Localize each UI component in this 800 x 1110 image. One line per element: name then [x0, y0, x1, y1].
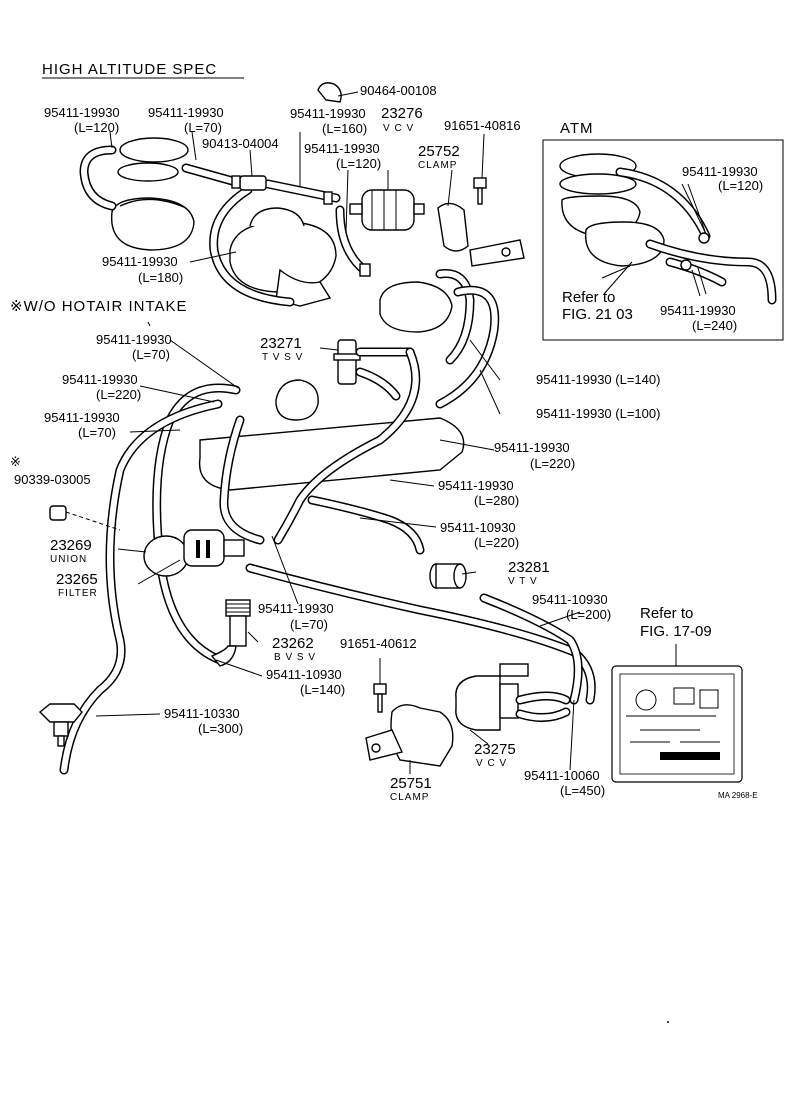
label-hose-l280-len: (L=280): [474, 493, 519, 508]
label-hose-l200-pn: 95411-10930: [532, 592, 608, 607]
label-atm-hose-l240-pn: 95411-19930: [660, 303, 736, 318]
header-wo-hotair: ※W/O HOTAIR INTAKE: [10, 298, 188, 315]
header-atm: ATM: [560, 120, 594, 137]
header-high-altitude: HIGH ALTITUDE SPEC: [42, 61, 217, 78]
label-vcv-23276: 23276: [381, 105, 423, 122]
engine-mid-assembly: [38, 339, 596, 775]
label-hose-l70c-len: (L=70): [78, 425, 116, 440]
label-hose-l120b-pn: 95411-19930: [304, 141, 380, 156]
label-atm-hose-l240-len: (L=240): [692, 318, 737, 333]
label-hose-l180-len: (L=180): [138, 270, 183, 285]
label-tvsv-23271-sub: T V S V: [262, 352, 303, 363]
label-hose-l140b-len: (L=140): [300, 682, 345, 697]
label-filter-23265-sub: FILTER: [58, 588, 98, 599]
label-hose-l70d-pn: 95411-19930: [258, 601, 334, 616]
label-atm-hose-l120-pn: 95411-19930: [682, 164, 758, 179]
stray-dot: [667, 1021, 669, 1023]
label-ref-fig-2103-a: Refer to: [562, 289, 615, 306]
label-figure-code: MA 2968-E: [718, 791, 758, 800]
label-hose-l300-len: (L=300): [198, 721, 243, 736]
label-90339-03005: 90339-03005: [14, 472, 91, 487]
label-hose-l100: 95411-19930 (L=100): [536, 406, 660, 421]
label-hose-l70a-pn: 95411-19930: [148, 105, 224, 120]
label-hose-l220c-len: (L=220): [474, 535, 519, 550]
label-filter-23265: 23265: [56, 571, 98, 588]
label-bvsv-23262-sub: B V S V: [274, 652, 316, 663]
label-clamp-25751-sub: CLAMP: [390, 792, 429, 803]
label-hose-l160-pn: 95411-19930: [290, 106, 366, 121]
label-90339-mark: ※: [10, 454, 21, 469]
label-hose-l300-pn: 95411-10330: [164, 706, 240, 721]
label-hose-l120a-pn: 95411-19930: [44, 105, 120, 120]
label-91651-40816: 91651-40816: [444, 118, 521, 133]
label-hose-l450-len: (L=450): [560, 783, 605, 798]
label-hose-l70d-len: (L=70): [290, 617, 328, 632]
label-vcv-23275: 23275: [474, 741, 516, 758]
label-vtv-23281: 23281: [508, 559, 550, 576]
label-ref-fig-2103-b: FIG. 21 03: [562, 306, 633, 323]
label-hose-l70a-len: (L=70): [184, 120, 222, 135]
label-hose-l70c-pn: 95411-19930: [44, 410, 120, 425]
label-clamp-25752: 25752: [418, 143, 460, 160]
label-hose-l160-len: (L=160): [322, 121, 367, 136]
label-90464-00108: 90464-00108: [360, 83, 437, 98]
label-union-23269-sub: UNION: [50, 554, 87, 565]
label-hose-l140a: 95411-19930 (L=140): [536, 372, 660, 387]
atm-inset-drawing: [559, 153, 777, 305]
label-hose-l220c-pn: 95411-10930: [440, 520, 516, 535]
label-hose-l120b-len: (L=120): [336, 156, 381, 171]
label-hose-l120a-len: (L=120): [74, 120, 119, 135]
label-hose-l140b-pn: 95411-10930: [266, 667, 342, 682]
label-clamp-25751: 25751: [390, 775, 432, 792]
label-bvsv-23262: 23262: [272, 635, 314, 652]
label-atm-hose-l120-len: (L=120): [718, 178, 763, 193]
label-hose-l70b-len: (L=70): [132, 347, 170, 362]
part-labels: 90464-00108 95411-19930 (L=120) 95411-19…: [10, 83, 763, 803]
label-hose-l70b-pn: 95411-19930: [96, 332, 172, 347]
label-ref-fig-1709-a: Refer to: [640, 605, 693, 622]
label-hose-l220b-len: (L=220): [530, 456, 575, 471]
label-hose-l220b-pn: 95411-19930: [494, 440, 570, 455]
atm-inset-box: [542, 139, 784, 341]
label-tvsv-23271: 23271: [260, 335, 302, 352]
label-ref-fig-1709-b: FIG. 17-09: [640, 623, 712, 640]
label-union-23269: 23269: [50, 537, 92, 554]
label-hose-l220a-len: (L=220): [96, 387, 141, 402]
label-vtv-23281-sub: V T V: [508, 576, 538, 587]
label-vcv-23275-sub: V C V: [476, 758, 507, 769]
label-hose-l450-pn: 95411-10060: [524, 768, 600, 783]
label-hose-l200-len: (L=200): [566, 607, 611, 622]
label-hose-l280-pn: 95411-19930: [438, 478, 514, 493]
fig-1709-inset: [611, 644, 743, 783]
label-hose-l180-pn: 95411-19930: [102, 254, 178, 269]
label-90413-04004: 90413-04004: [202, 136, 279, 151]
engine-top-assembly: [79, 82, 525, 409]
label-hose-l220a-pn: 95411-19930: [62, 372, 138, 387]
leader-lines: [65, 91, 707, 774]
label-clamp-25752-sub: CLAMP: [418, 160, 457, 171]
label-vcv-23276-sub: V C V: [383, 123, 414, 134]
label-91651-40612: 91651-40612: [340, 636, 417, 651]
